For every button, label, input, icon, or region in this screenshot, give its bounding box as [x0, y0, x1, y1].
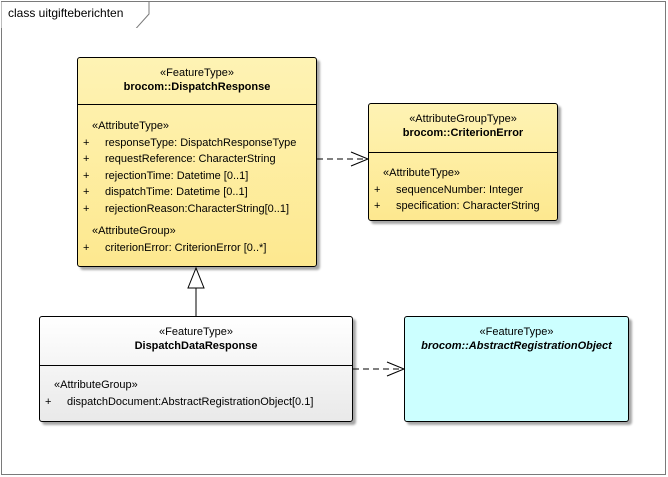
- attribute-text: criterionError: CriterionError [0..*]: [105, 241, 267, 254]
- class-name: brocom::AbstractRegistrationObject: [421, 340, 612, 352]
- attribute-text: requestReference: CharacterString: [105, 153, 276, 165]
- section-label-attribute-type: «AttributeType»: [383, 167, 461, 179]
- visibility-marker: +: [83, 241, 90, 254]
- class-name: DispatchDataResponse: [134, 340, 258, 352]
- generalization-arrowhead: [187, 266, 205, 289]
- attribute-text: rejectionTime: Datetime [0..1]: [105, 169, 249, 182]
- attribute-row[interactable]: + dispatchTime: Datetime [0..1]: [78, 184, 316, 201]
- section-label-attribute-group: «AttributeGroup»: [54, 379, 138, 391]
- class-name: brocom::DispatchResponse: [123, 81, 271, 93]
- dependency-connector-abstract-registration: [353, 361, 406, 377]
- attribute-row[interactable]: + criterionError: CriterionError [0..*]: [78, 240, 316, 257]
- attribute-row[interactable]: + sequenceNumber: Integer: [369, 182, 557, 199]
- stereotype-label: «FeatureType»: [159, 326, 233, 338]
- stereotype-label: «AttributeGroupType»: [409, 113, 517, 125]
- attribute-text: sequenceNumber: Integer: [396, 183, 524, 196]
- compartment-divider: [78, 104, 316, 105]
- compartment-divider: [369, 152, 557, 153]
- visibility-marker: +: [83, 202, 90, 215]
- visibility-marker: +: [83, 136, 90, 149]
- attribute-row[interactable]: + rejectionTime: Datetime [0..1]: [78, 168, 316, 185]
- attribute-row[interactable]: + responseType: DispatchResponseType: [78, 135, 316, 152]
- stereotype-label: «FeatureType»: [160, 67, 234, 79]
- section-label-attribute-group: «AttributeGroup»: [92, 225, 176, 237]
- attribute-row[interactable]: + rejectionReason:CharacterString[0..1]: [78, 201, 316, 218]
- class-name: brocom::CriterionError: [402, 127, 524, 139]
- attribute-text: rejectionReason:CharacterString[0..1]: [105, 202, 290, 215]
- attribute-text: specification: CharacterString: [396, 200, 540, 212]
- attribute-text: responseType: DispatchResponseType: [105, 136, 297, 149]
- visibility-marker: +: [83, 153, 90, 165]
- class-abstract-registration-object[interactable]: «FeatureType» brocom::AbstractRegistrati…: [404, 316, 629, 422]
- dependency-connector-criterion-error: [317, 151, 370, 167]
- class-dispatch-response[interactable]: «FeatureType» brocom::DispatchResponse «…: [77, 57, 317, 267]
- diagram-title: class uitgifteberichten: [8, 6, 124, 20]
- visibility-marker: +: [45, 395, 52, 408]
- attribute-row[interactable]: + specification: CharacterString: [369, 198, 557, 215]
- visibility-marker: +: [374, 200, 381, 212]
- section-label-attribute-type: «AttributeType»: [92, 120, 170, 132]
- generalization-connector: [187, 266, 205, 316]
- visibility-marker: +: [83, 186, 90, 198]
- visibility-marker: +: [83, 169, 90, 182]
- visibility-marker: +: [374, 183, 381, 196]
- attribute-text: dispatchTime: Datetime [0..1]: [105, 186, 248, 198]
- stereotype-label: «FeatureType»: [479, 326, 554, 338]
- attribute-row[interactable]: + dispatchDocument:AbstractRegistrationO…: [40, 394, 352, 411]
- attribute-text: dispatchDocument:AbstractRegistrationObj…: [67, 395, 314, 408]
- compartment-divider: [40, 365, 352, 366]
- class-criterion-error[interactable]: «AttributeGroupType» brocom::CriterionEr…: [368, 103, 558, 221]
- class-dispatch-data-response[interactable]: «FeatureType» DispatchDataResponse «Attr…: [39, 316, 353, 422]
- attribute-row[interactable]: + requestReference: CharacterString: [78, 151, 316, 168]
- frame-title-tab: [1, 1, 150, 28]
